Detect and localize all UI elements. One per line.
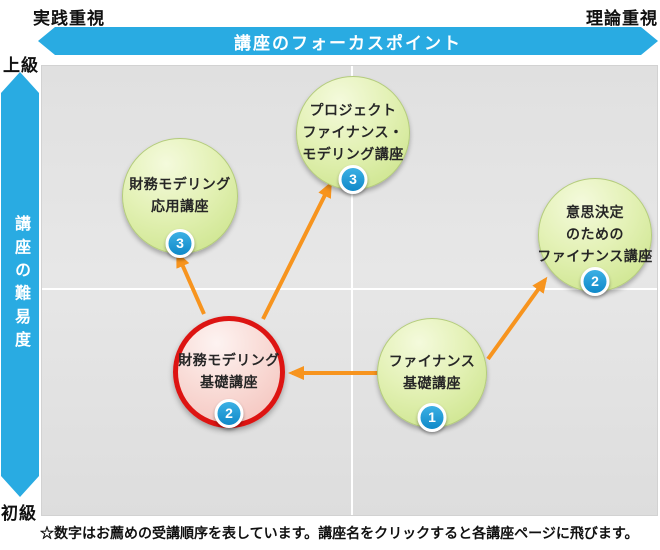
course-bubble-finance-basic[interactable]: ファイナンス 基礎講座 1 [377,318,487,432]
order-badge: 3 [165,229,195,258]
horizontal-gridline [42,288,657,290]
footnote: ☆数字はお薦めの受講順序を表しています。講座名をクリックすると各講座ページに飛び… [40,525,639,541]
course-bubble-decision-finance[interactable]: 意思決定 のための ファイナンス講座 2 [537,178,653,296]
vertical-axis-banner: 講座の難易度 [1,72,39,497]
vertical-axis-title: 講座の難易度 [12,214,29,355]
axis-label-beginner: 初級 [1,504,37,523]
arrow-basic-to-advanced [176,251,206,315]
axis-label-practical: 実践重視 [33,9,105,28]
course-link-decision-finance[interactable]: 意思決定 のための ファイナンス講座 [537,204,653,264]
quadrant-plot: 財務モデリング 応用講座 3 プロジェクト ファイナンス・ モデリング講座 3 … [41,65,658,516]
course-bubble-modeling-basic-highlighted[interactable]: 財務モデリング 基礎講座 2 [173,316,285,428]
order-badge: 3 [338,165,368,194]
vertical-gridline [351,66,353,515]
axis-label-theoretical: 理論重視 [586,9,658,28]
course-link-modeling-advanced[interactable]: 財務モデリング 応用講座 [129,176,231,214]
course-link-modeling-basic[interactable]: 財務モデリング 基礎講座 [178,352,280,390]
course-bubble-modeling-advanced[interactable]: 財務モデリング 応用講座 3 [122,138,238,258]
arrow-layer [176,181,548,380]
course-link-finance-basic[interactable]: ファイナンス 基礎講座 [388,353,476,391]
arrow-finance-to-decision [486,276,548,361]
horizontal-axis-banner: 講座のフォーカスポイント [38,27,658,55]
order-badge: 2 [580,267,610,296]
axis-label-advanced: 上級 [3,56,39,75]
arrow-basic-to-project-finance [261,181,332,320]
course-link-project-finance-modeling[interactable]: プロジェクト ファイナンス・ モデリング講座 [302,102,404,162]
order-badge: 2 [214,399,244,428]
order-badge: 1 [417,403,447,432]
horizontal-axis-title: 講座のフォーカスポイント [234,33,462,53]
course-bubble-project-finance-modeling[interactable]: プロジェクト ファイナンス・ モデリング講座 3 [296,76,410,194]
